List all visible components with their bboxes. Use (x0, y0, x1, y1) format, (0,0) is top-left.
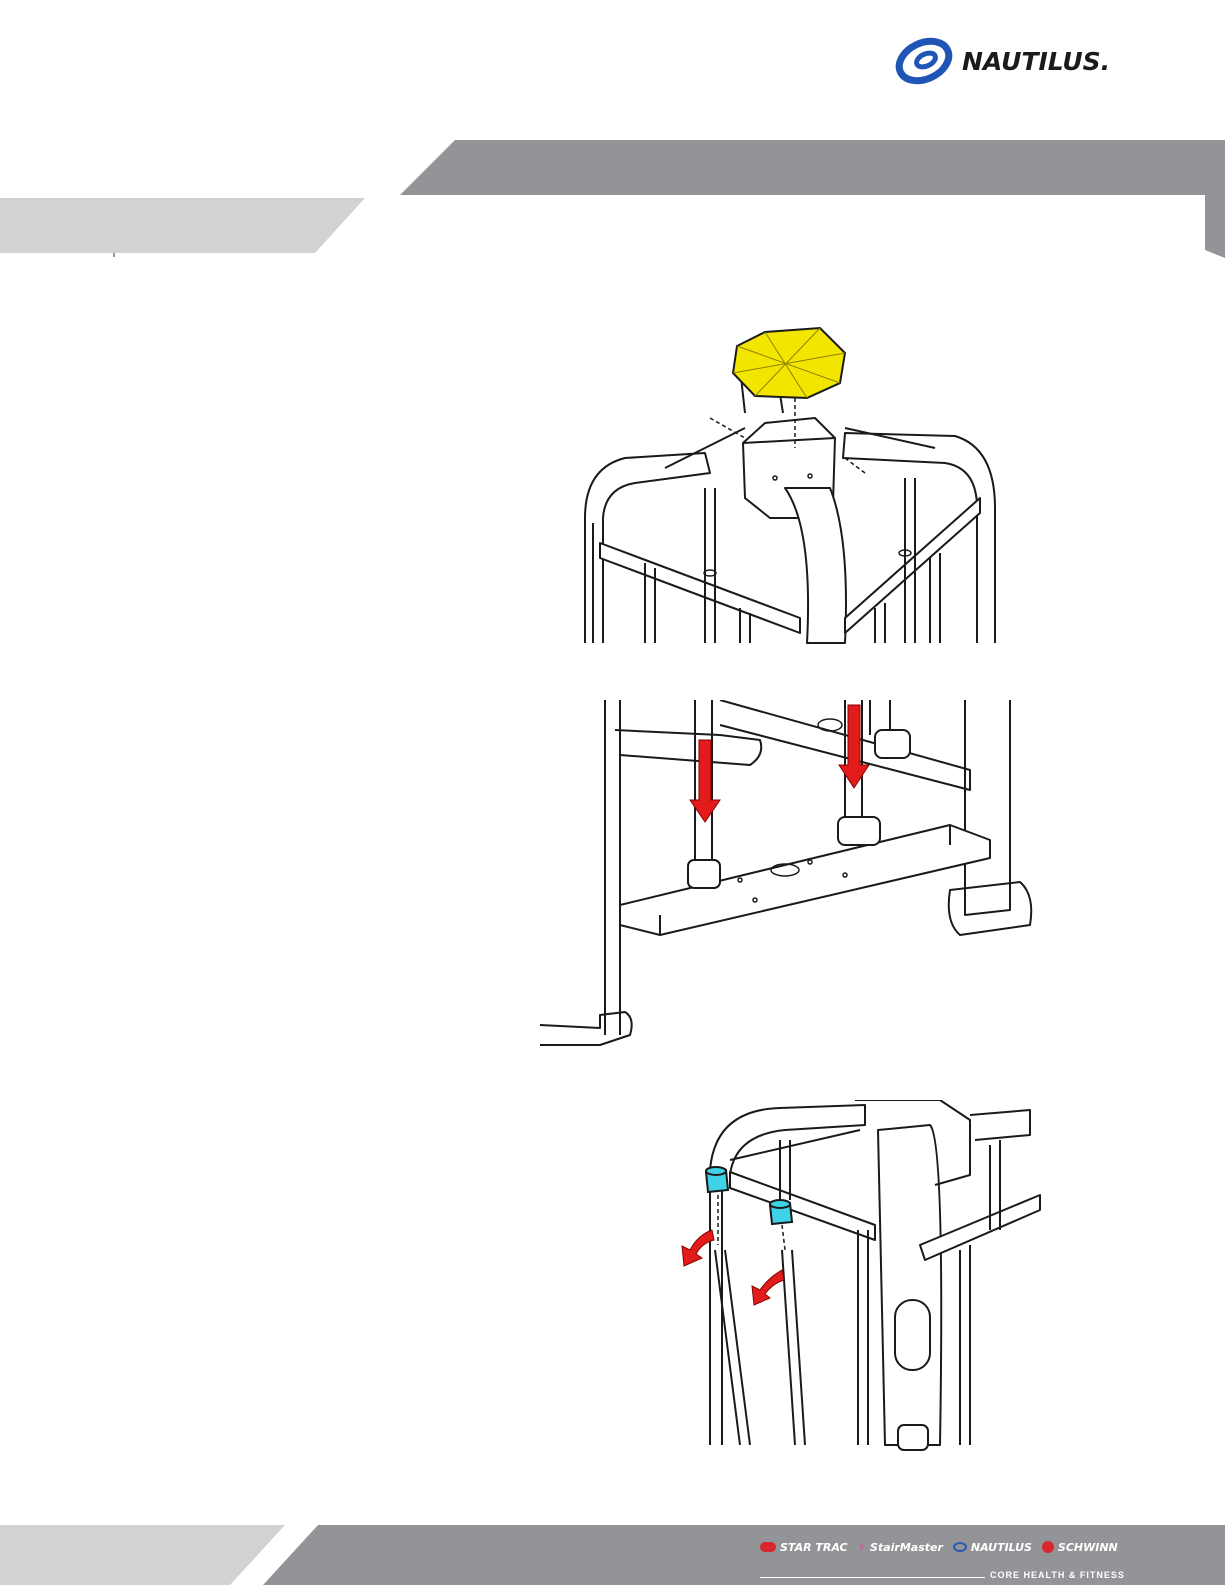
brand-label: STAR TRAC (780, 1541, 848, 1554)
brand-stairmaster: ⚡ StairMaster (858, 1540, 943, 1554)
nautilus-small-swirl-icon (953, 1542, 967, 1552)
nautilus-logo: NAUTILUS. (900, 35, 1150, 95)
brand-label: SCHWINN (1058, 1541, 1118, 1554)
nautilus-swirl-icon (892, 31, 962, 91)
footer-brand-row: STAR TRAC ⚡ StairMaster NAUTILUS SCHWINN (760, 1537, 1210, 1557)
assembly-figure-top-cap (545, 318, 1065, 658)
parent-company-label: CORE HEALTH & FITNESS (990, 1570, 1125, 1580)
brand-schwinn: SCHWINN (1042, 1541, 1118, 1554)
logo-wordmark: NAUTILUS. (962, 47, 1110, 76)
assembly-figure-cyan-caps (670, 1100, 1050, 1455)
header-dark-bar (400, 140, 1225, 195)
brand-label: NAUTILUS (971, 1541, 1032, 1554)
brand-star-trac: STAR TRAC (760, 1541, 848, 1554)
schwinn-wheel-icon (1042, 1541, 1054, 1553)
star-trac-icon (760, 1542, 776, 1552)
brand-nautilus: NAUTILUS (953, 1541, 1032, 1554)
header-light-tab (0, 198, 365, 253)
brand-label: StairMaster (870, 1541, 943, 1554)
stairmaster-bolt-icon: ⚡ (858, 1540, 866, 1554)
red-rotate-arrows (682, 1230, 784, 1305)
footer-divider (760, 1577, 985, 1578)
red-down-arrows (690, 705, 869, 822)
assembly-figure-base-rods (540, 700, 1050, 1060)
header-right-edge (1205, 195, 1225, 258)
